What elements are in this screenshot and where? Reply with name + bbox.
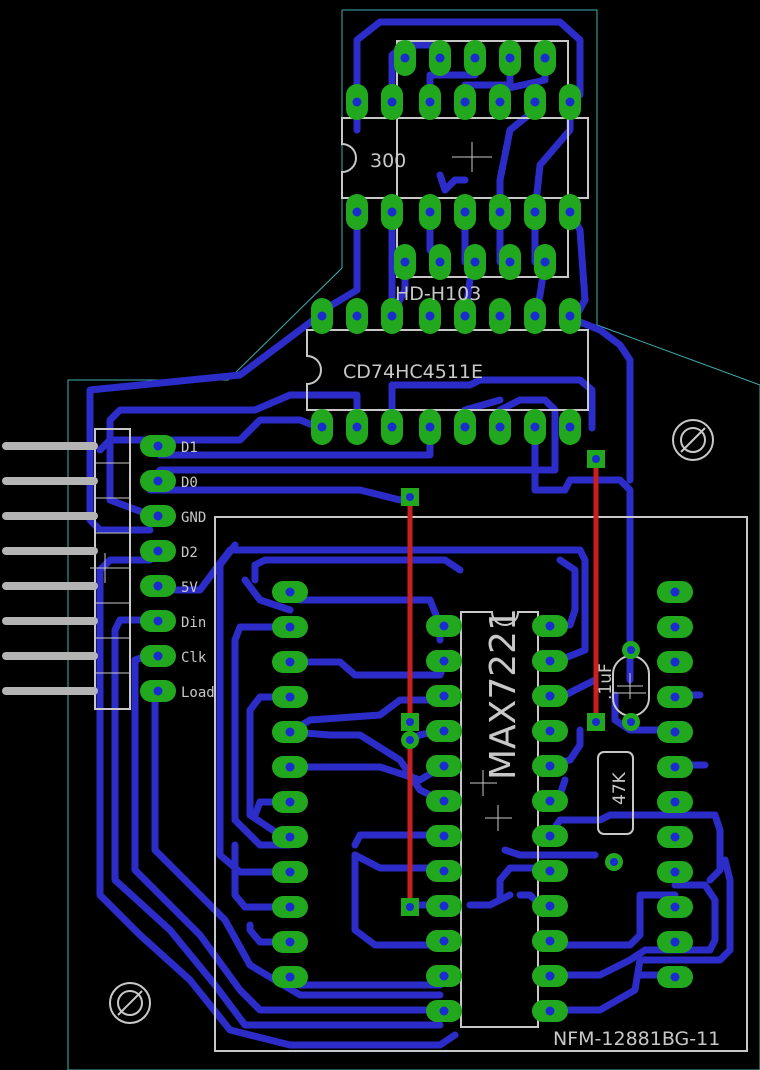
header-pin-label: Din — [181, 615, 206, 631]
header-pin-label: Load — [181, 685, 215, 701]
driver-outline — [460, 611, 539, 1028]
capacitor-label: .1uF — [596, 663, 616, 700]
header-pin-label: GND — [181, 510, 206, 526]
decoder-outline — [306, 329, 589, 411]
header-pin-label: D1 — [181, 440, 198, 456]
header-pins — [2, 442, 98, 695]
resistor-label: 47K — [610, 771, 630, 805]
header-pin-label: 5V — [181, 580, 198, 596]
header-outline — [94, 428, 131, 710]
mounting-hole-icon — [109, 982, 151, 1024]
resistor-array-outline — [341, 117, 589, 199]
header-pin-label: Clk — [181, 650, 207, 666]
silkscreen-outlines — [94, 40, 748, 1052]
resistor-array-label: 300 — [370, 150, 406, 172]
decoder-label: CD74HC4511E — [343, 361, 483, 383]
pads — [140, 40, 693, 1022]
display-top-label: HD-H103 — [395, 283, 481, 305]
matrix-label: NFM-12881BG-11 — [553, 1028, 720, 1050]
header-pin-label: D0 — [181, 475, 198, 491]
mounting-hole-icon — [672, 419, 714, 461]
resistor-outline — [597, 751, 634, 835]
matrix-outline — [214, 516, 748, 1052]
header-pin-label: D2 — [181, 545, 198, 561]
jumper-wires — [407, 459, 599, 907]
board-outline — [67, 9, 760, 1070]
driver-label: MAX7221 — [483, 608, 524, 780]
